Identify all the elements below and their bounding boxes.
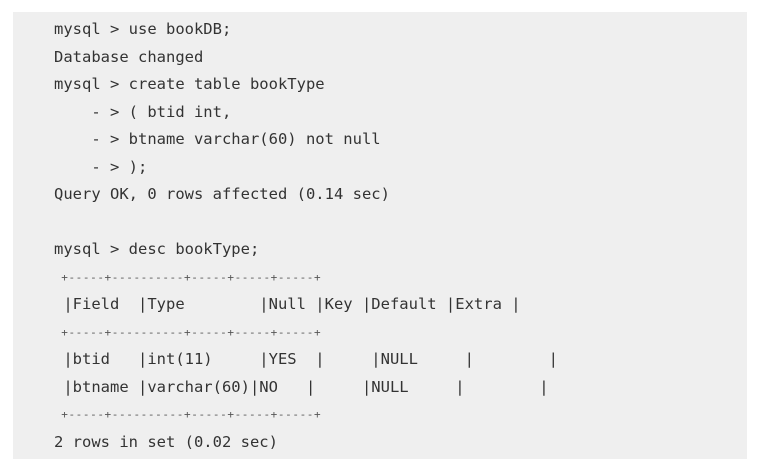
command-continuation-close: - > ); xyxy=(54,157,148,176)
table-border-header: +-----+----------+-----+-----+-----+ xyxy=(54,325,322,339)
table-border-top: +-----+----------+-----+-----+-----+ xyxy=(54,270,322,284)
output-query-ok: Query OK, 0 rows affected (0.14 sec) xyxy=(54,185,390,203)
output-database-changed: Database changed xyxy=(54,47,204,66)
table-header-row: |Field |Type |Null |Key |Default |Extra … xyxy=(54,295,521,313)
table-row: |btid |int(11) |YES | |NULL | | xyxy=(54,350,558,368)
command-use-db: mysql > use bookDB; xyxy=(54,20,232,38)
output-rows-in-set: 2 rows in set (0.02 sec) xyxy=(54,432,278,451)
command-create-table: mysql > create table bookType xyxy=(54,75,325,93)
terminal-output: mysql > use bookDB; Database changed mys… xyxy=(13,12,747,459)
command-desc-table: mysql > desc bookType; xyxy=(54,240,260,258)
blank-line xyxy=(54,209,747,237)
command-continuation-btname: - > btname varchar(60) not null xyxy=(54,130,381,148)
command-continuation-btid: - > ( btid int, xyxy=(54,102,232,121)
table-row: |btname |varchar(60)|NO | |NULL | | xyxy=(54,377,549,396)
table-border-bottom: +-----+----------+-----+-----+-----+ xyxy=(54,408,322,421)
